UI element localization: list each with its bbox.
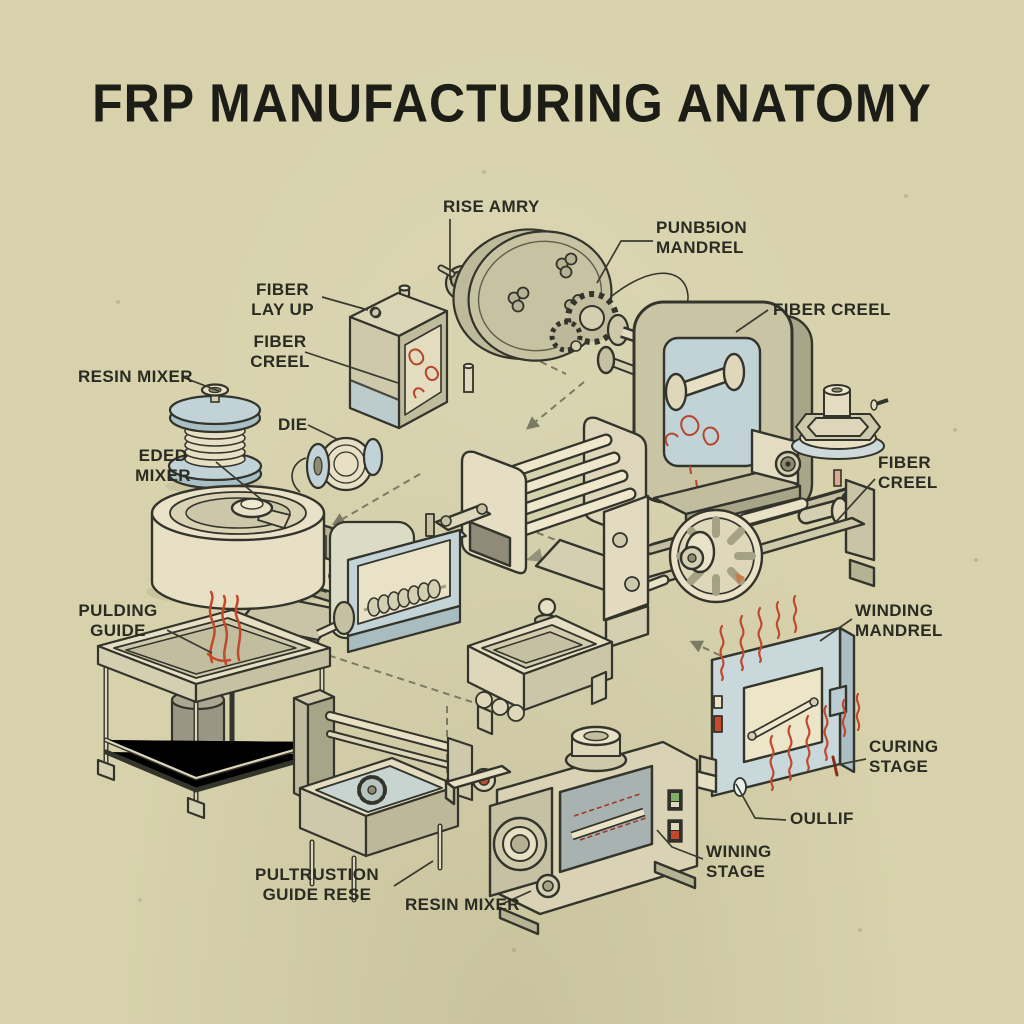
winding-lathe bbox=[602, 478, 876, 650]
label-wining-stage: WINING STAGE bbox=[706, 842, 772, 882]
page-title: FRP MANUFACTURING ANATOMY bbox=[92, 73, 932, 134]
label-resin-mixer-bottom: RESIN MIXER bbox=[405, 895, 520, 914]
flow-mini-arrows bbox=[526, 548, 543, 562]
label-fiber-creel-right: FIBER CREEL bbox=[878, 453, 938, 493]
resin-extruder bbox=[316, 513, 468, 654]
wining-stage-oven bbox=[444, 725, 699, 936]
label-rise-amry: RISE AMRY bbox=[443, 197, 540, 216]
eded-mixer-drum bbox=[146, 484, 354, 652]
label-fiber-lay-up: FIBER LAY UP bbox=[251, 280, 314, 320]
resin-bath-tub bbox=[466, 597, 614, 736]
label-resin-mixer-top: RESIN MIXER bbox=[78, 367, 193, 386]
pedestal-fitting bbox=[791, 384, 889, 487]
die-spool bbox=[291, 436, 384, 493]
heat-flames bbox=[206, 590, 242, 666]
label-pultrustion-guide-rese: PULTRUSTION GUIDE RESE bbox=[254, 865, 380, 905]
label-leader-lines bbox=[166, 219, 876, 906]
label-pulding-guide: PULDING GUIDE bbox=[78, 601, 158, 641]
label-die: DIE bbox=[278, 415, 308, 434]
label-punbsion-mandrel: PUNB5ION MANDREL bbox=[656, 218, 748, 258]
label-fiber-creel-top-right: FIBER CREEL bbox=[773, 300, 891, 319]
label-curing-stage: CURING STAGE bbox=[869, 737, 939, 777]
label-eded-mixer: EDED MIXER bbox=[135, 446, 191, 486]
label-fiber-creel-left: FIBER CREEL bbox=[250, 332, 310, 372]
roller-press bbox=[434, 416, 648, 596]
pulding-guide-table bbox=[96, 608, 332, 820]
curing-stage-panel bbox=[674, 626, 856, 798]
fiber-lay-up-box bbox=[348, 284, 449, 430]
label-winding-mandrel: WINDING MANDREL bbox=[855, 601, 943, 641]
label-oullif: OULLIF bbox=[790, 809, 854, 828]
guide-pin bbox=[463, 362, 474, 393]
